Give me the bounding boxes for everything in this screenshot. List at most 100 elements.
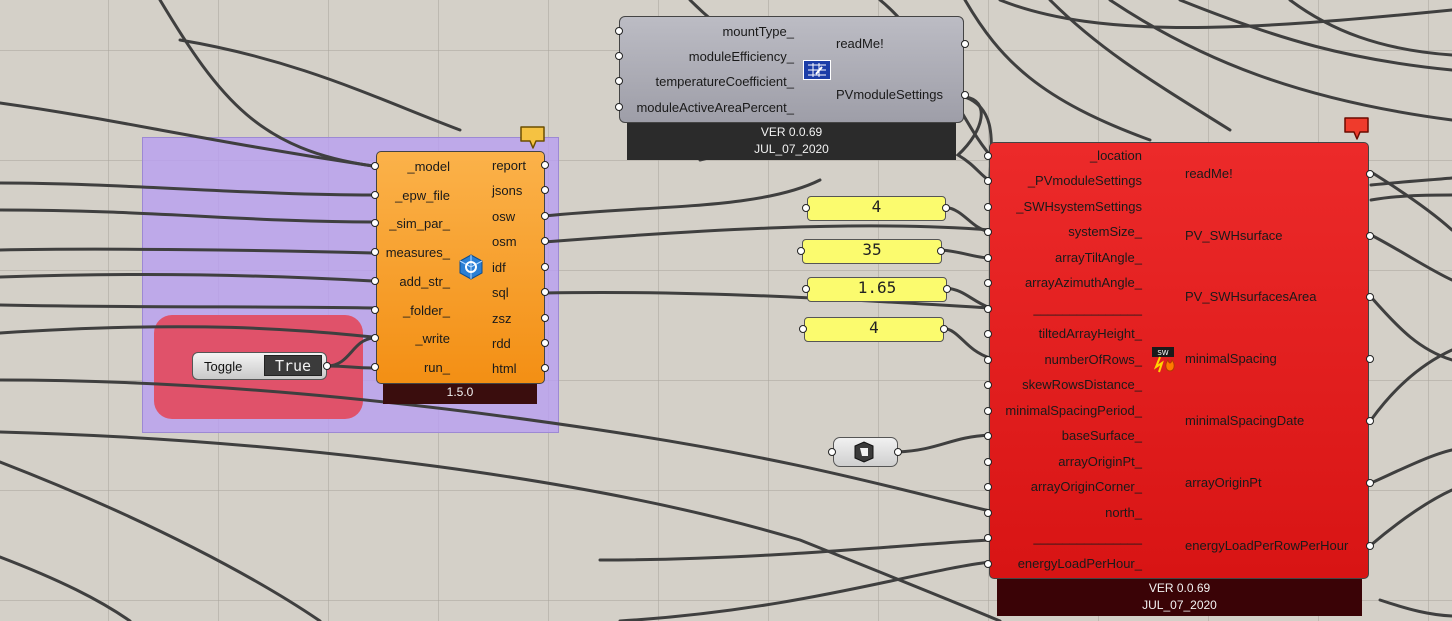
wire xyxy=(1288,0,1452,57)
message-bubble-icon[interactable] xyxy=(519,125,547,156)
grip-out[interactable] xyxy=(541,212,549,220)
swh-output-label: PV_SWHsurface xyxy=(1185,228,1283,243)
wire xyxy=(158,0,375,168)
swh-input-label: arrayOriginCorner_ xyxy=(1030,479,1142,494)
wire xyxy=(939,248,992,260)
wire xyxy=(0,181,375,197)
swh-input-label: arrayAzimuthAngle_ xyxy=(1024,275,1142,290)
grip-in[interactable] xyxy=(984,330,992,338)
grip-out[interactable] xyxy=(961,40,969,48)
grip-out[interactable] xyxy=(541,288,549,296)
number-panel[interactable]: 35 xyxy=(802,239,942,264)
grip-in[interactable] xyxy=(615,27,623,35)
grip-in[interactable] xyxy=(371,162,379,170)
output-osm: osm xyxy=(492,234,517,249)
grip-out[interactable] xyxy=(541,339,549,347)
grip-out[interactable] xyxy=(1366,293,1374,301)
grip-in[interactable] xyxy=(371,306,379,314)
grip-in[interactable] xyxy=(371,219,379,227)
geometry-parameter[interactable] xyxy=(833,437,898,467)
grip-in[interactable] xyxy=(371,334,379,342)
output-jsons: jsons xyxy=(492,183,523,198)
grip-in[interactable] xyxy=(984,177,992,185)
grip-in[interactable] xyxy=(615,52,623,60)
grip-in[interactable] xyxy=(371,191,379,199)
swh-surface-component[interactable] xyxy=(989,142,1369,579)
grip-in[interactable] xyxy=(615,77,623,85)
grip-in[interactable] xyxy=(828,448,836,456)
grip-in[interactable] xyxy=(984,560,992,568)
swh-version-bar: VER 0.0.69 JUL_07_2020 xyxy=(997,578,1362,616)
grip-in[interactable] xyxy=(371,363,379,371)
grip-out[interactable] xyxy=(541,161,549,169)
grip-out[interactable] xyxy=(1366,479,1374,487)
input-temperatureCoefficient: temperatureCoefficient_ xyxy=(655,74,794,89)
wire xyxy=(1378,598,1452,618)
grip-out[interactable] xyxy=(541,237,549,245)
grip-out[interactable] xyxy=(1366,542,1374,550)
grip-in[interactable] xyxy=(371,248,379,256)
grip-in[interactable] xyxy=(797,247,805,255)
grip-in[interactable] xyxy=(984,407,992,415)
grip-in[interactable] xyxy=(802,285,810,293)
grip-in[interactable] xyxy=(984,279,992,287)
wire xyxy=(998,0,1452,29)
grip-out[interactable] xyxy=(541,314,549,322)
grip-in[interactable] xyxy=(984,509,992,517)
grip-in[interactable] xyxy=(984,458,992,466)
wire xyxy=(0,208,375,224)
grip-out[interactable] xyxy=(937,247,945,255)
grip-out[interactable] xyxy=(323,362,331,370)
swh-input-label: systemSize_ xyxy=(1068,224,1142,239)
swh-input-label: baseSurface_ xyxy=(1061,428,1142,443)
grip-in[interactable] xyxy=(984,381,992,389)
grip-out[interactable] xyxy=(942,204,950,212)
grip-in[interactable] xyxy=(984,356,992,364)
output-zsz: zsz xyxy=(492,311,512,326)
grip-in[interactable] xyxy=(984,203,992,211)
input-sim-par: _sim_par_ xyxy=(389,216,450,231)
output-report: report xyxy=(492,158,526,173)
grip-out[interactable] xyxy=(541,263,549,271)
swh-icon: SW xyxy=(1150,345,1180,373)
grip-out[interactable] xyxy=(1366,170,1374,178)
input-moduleActiveAreaPercent: moduleActiveAreaPercent_ xyxy=(636,100,794,115)
toggle-value[interactable]: True xyxy=(264,355,322,376)
number-panel[interactable]: 1.65 xyxy=(807,277,947,302)
grip-out[interactable] xyxy=(894,448,902,456)
wire xyxy=(1369,488,1452,547)
grip-out[interactable] xyxy=(940,325,948,333)
swh-output-label: readMe! xyxy=(1185,166,1233,181)
grip-in[interactable] xyxy=(799,325,807,333)
grip-in[interactable] xyxy=(984,254,992,262)
swh-output-label: PV_SWHsurfacesArea xyxy=(1185,289,1317,304)
warning-bubble-icon[interactable] xyxy=(1343,116,1371,147)
grip-out[interactable] xyxy=(943,285,951,293)
grip-in[interactable] xyxy=(984,228,992,236)
grip-in[interactable] xyxy=(984,483,992,491)
grip-out[interactable] xyxy=(1366,232,1374,240)
grip-out[interactable] xyxy=(1366,355,1374,363)
grip-in[interactable] xyxy=(984,432,992,440)
grip-in[interactable] xyxy=(802,204,810,212)
number-panel[interactable]: 4 xyxy=(807,196,946,221)
grip-out[interactable] xyxy=(541,186,549,194)
wire xyxy=(0,325,375,339)
grip-out[interactable] xyxy=(961,91,969,99)
boolean-toggle[interactable]: Toggle True xyxy=(192,352,327,380)
input-model: _model xyxy=(407,159,450,174)
wire xyxy=(542,224,992,244)
number-panel[interactable]: 4 xyxy=(804,317,944,342)
grip-in[interactable] xyxy=(984,305,992,313)
output-html: html xyxy=(492,361,517,376)
surface-icon xyxy=(850,440,878,464)
grip-in[interactable] xyxy=(984,534,992,542)
grip-out[interactable] xyxy=(541,364,549,372)
grip-in[interactable] xyxy=(615,103,623,111)
grip-in[interactable] xyxy=(984,152,992,160)
grip-out[interactable] xyxy=(1366,417,1374,425)
pv-module-settings-component[interactable] xyxy=(619,16,964,123)
grip-in[interactable] xyxy=(371,277,379,285)
